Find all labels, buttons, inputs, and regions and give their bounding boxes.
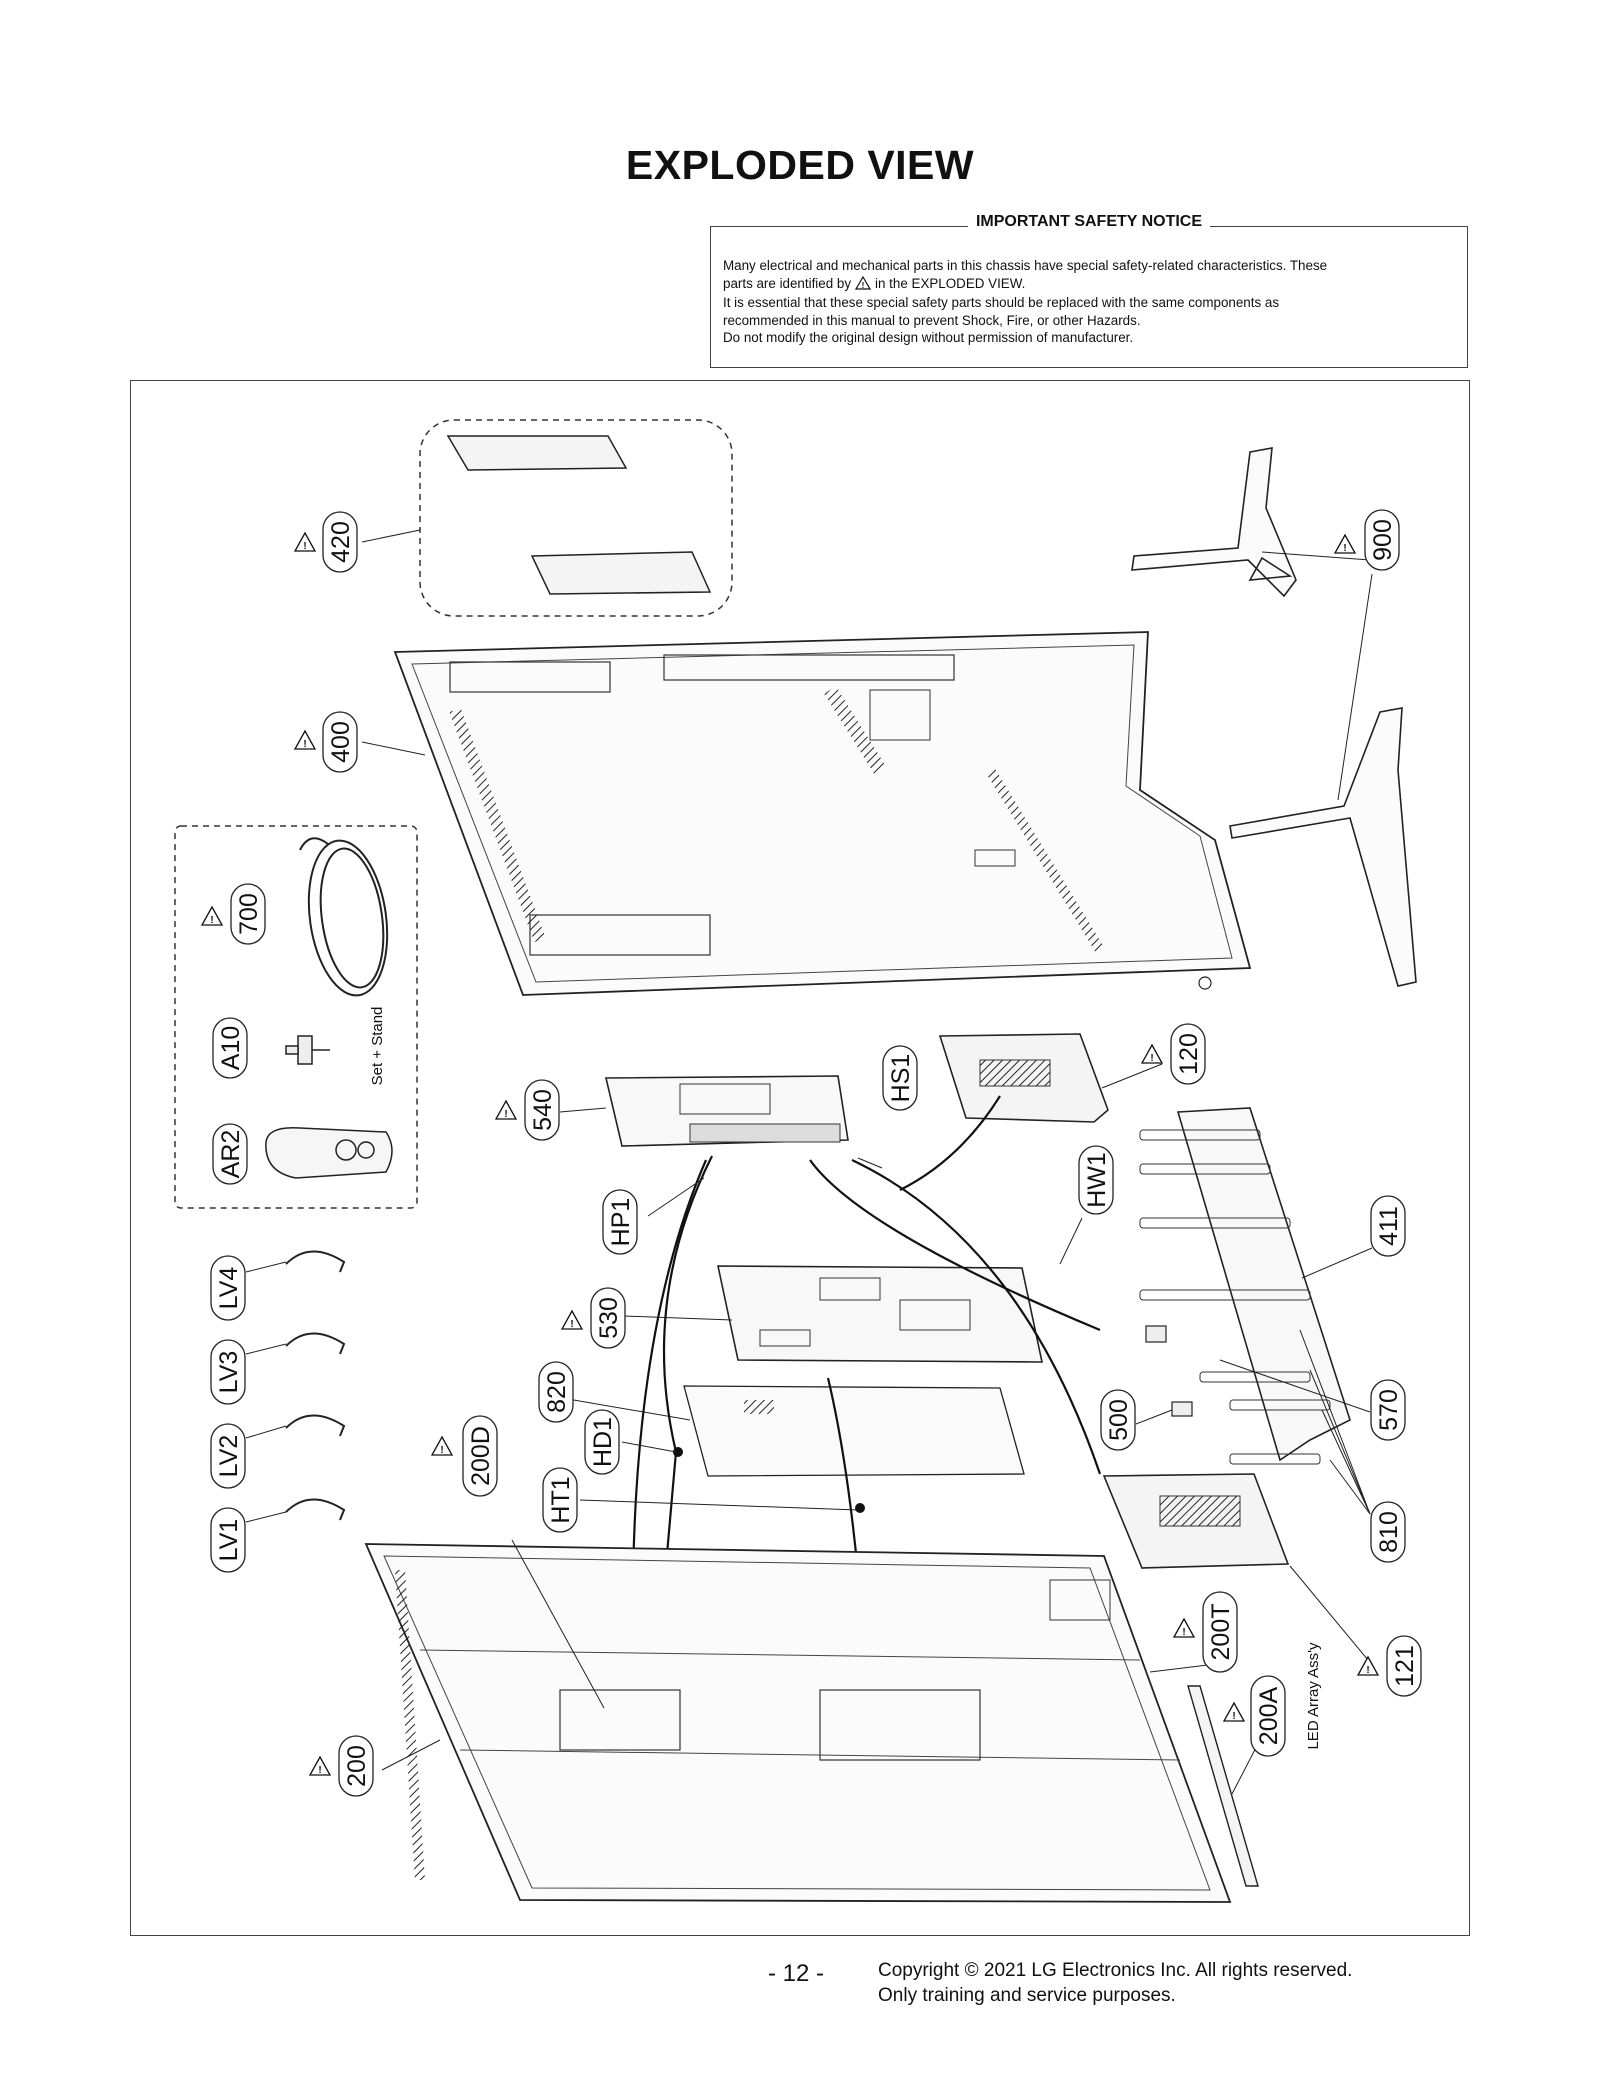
label-530: 530 [595, 1297, 623, 1339]
insulator-820 [683, 1385, 1025, 1477]
label-570: 570 [1375, 1389, 1403, 1431]
warning-triangle-icon [1173, 1618, 1195, 1639]
accessory-group-dashed-box [174, 825, 418, 1209]
module-500 [1145, 1325, 1167, 1343]
speaker-120 [938, 1033, 1109, 1123]
label-700: 700 [235, 893, 263, 935]
group-420-dashed-box [419, 419, 733, 617]
main-board-540 [604, 1075, 849, 1147]
label-121: 121 [1391, 1645, 1419, 1687]
warning-triangle-icon [294, 532, 316, 553]
warning-triangle-icon [495, 1100, 517, 1121]
notice-line-1: Many electrical and mechanical parts in … [723, 258, 1328, 273]
warning-triangle-icon [561, 1310, 583, 1331]
page-number: - 12 - [768, 1960, 825, 1987]
warning-triangle-icon [1357, 1656, 1379, 1677]
notice-line-5: Do not modify the original design withou… [723, 330, 1134, 345]
warning-triangle-icon [294, 730, 316, 751]
label-HP1: HP1 [607, 1198, 635, 1247]
label-HS1: HS1 [887, 1054, 915, 1103]
label-820: 820 [543, 1371, 571, 1413]
warning-triangle-icon [1334, 534, 1356, 555]
notice-line-2b: in the EXPLODED VIEW. [875, 275, 1026, 291]
page-title: EXPLODED VIEW [625, 142, 975, 188]
notice-line-2a: parts are identified by [723, 275, 852, 291]
warning-triangle-icon: ! [854, 275, 872, 295]
label-A10: A10 [217, 1026, 245, 1070]
label-200T: 200T [1207, 1604, 1235, 1661]
label-set-stand: Set + Stand [369, 1007, 386, 1086]
warning-triangle-icon [431, 1436, 453, 1457]
label-420: 420 [327, 521, 355, 563]
label-500: 500 [1105, 1399, 1133, 1441]
warning-triangle-icon [309, 1756, 331, 1777]
remote-control-AR2 [265, 1127, 393, 1179]
diagram-frame [130, 380, 1470, 1936]
speaker-121 [1102, 1473, 1290, 1569]
display-module-200 [364, 1543, 1232, 1903]
label-120: 120 [1175, 1033, 1203, 1075]
cable-node-HD1 [673, 1447, 683, 1457]
notice-line-3: It is essential that these special safet… [723, 295, 1280, 310]
warning-triangle-icon [201, 906, 223, 927]
bracket-411 [1139, 1107, 1351, 1465]
label-HT1: HT1 [547, 1476, 575, 1523]
notice-line-4: recommended in this manual to prevent Sh… [723, 312, 1141, 328]
label-LV1: LV1 [215, 1519, 243, 1562]
screw-A10 [285, 1035, 330, 1065]
warning-triangle-icon [1223, 1702, 1245, 1723]
footer-copyright: Copyright © 2021 LG Electronics Inc. All… [878, 1958, 1352, 2008]
safety-notice-body: Many electrical and mechanical parts in … [723, 257, 1455, 347]
safety-notice-box: IMPORTANT SAFETY NOTICE Many electrical … [710, 213, 1468, 368]
power-board-530 [717, 1265, 1043, 1363]
cable-node-HT1 [855, 1503, 865, 1513]
svg-text:!: ! [862, 281, 865, 290]
label-200: 200 [343, 1745, 371, 1787]
label-AR2: AR2 [217, 1130, 245, 1179]
label-200D: 200D [467, 1426, 495, 1486]
label-810: 810 [1375, 1511, 1403, 1553]
led-bar-200A [1187, 1685, 1259, 1887]
label-LV4: LV4 [215, 1267, 243, 1310]
warning-triangle-icon [1141, 1044, 1163, 1065]
stand-900 [1131, 447, 1417, 987]
power-cord-700 [299, 837, 389, 997]
copyright-text: Copyright © 2021 LG Electronics Inc. All… [878, 1960, 1353, 1981]
label-200A: 200A [1255, 1686, 1283, 1745]
label-540: 540 [529, 1089, 557, 1131]
label-411: 411 [1375, 1206, 1403, 1246]
label-LV2: LV2 [215, 1435, 243, 1478]
lv-cables [285, 1250, 346, 1521]
cover-lower [530, 551, 712, 595]
label-900: 900 [1369, 519, 1397, 561]
label-HW1: HW1 [1083, 1152, 1111, 1208]
label-LV3: LV3 [215, 1351, 243, 1394]
back-cover-400 [393, 631, 1252, 996]
label-led-array: LED Array Ass'y [1305, 1642, 1322, 1750]
label-HD1: HD1 [589, 1417, 617, 1467]
safety-notice-heading: IMPORTANT SAFETY NOTICE [967, 213, 1211, 230]
purpose-text: Only training and service purposes. [878, 1985, 1176, 2006]
label-400: 400 [327, 721, 355, 763]
cover-upper [446, 435, 628, 471]
